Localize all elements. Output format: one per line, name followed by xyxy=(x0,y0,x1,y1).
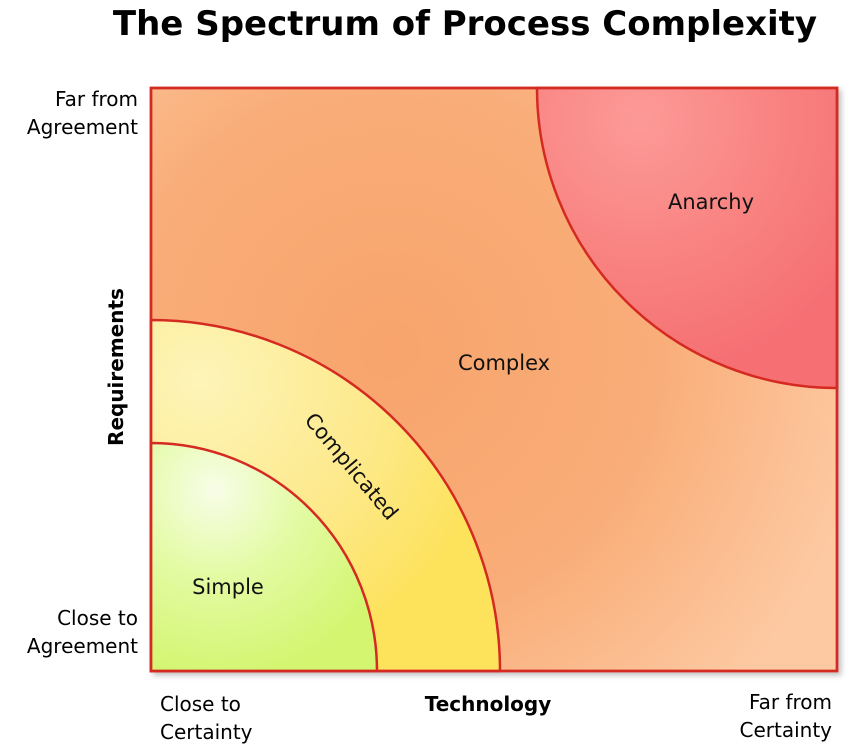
simple-region xyxy=(149,441,379,673)
diagram-title: The Spectrum of Process Complexity xyxy=(112,4,818,44)
diagram-border xyxy=(149,86,839,673)
y-axis-bottom-label: Close to Agreement xyxy=(26,606,138,658)
anarchy-region xyxy=(535,86,839,390)
x-axis-title: Technology xyxy=(424,692,552,716)
y-axis-top-label: Far from Agreement xyxy=(26,87,138,139)
anarchy-label: Anarchy xyxy=(668,190,754,214)
complex-label: Complex xyxy=(458,351,550,375)
x-axis-right-label: Far from Certainty xyxy=(739,690,833,742)
simple-label: Simple xyxy=(192,575,264,599)
x-axis-left-label: Close to Certainty xyxy=(160,692,253,744)
